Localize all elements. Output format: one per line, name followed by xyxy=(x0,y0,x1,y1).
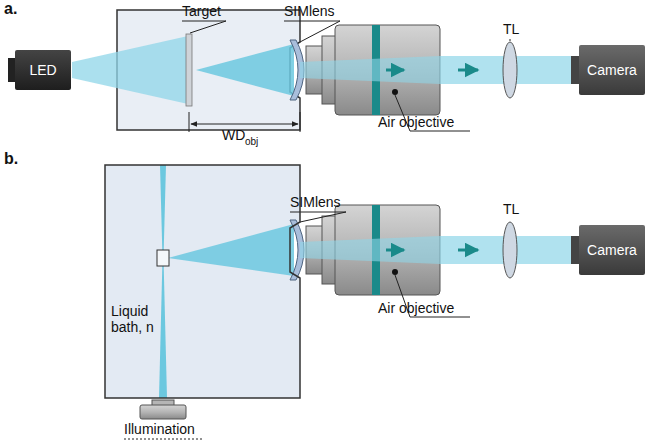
camera: Camera xyxy=(579,45,645,95)
imaging-cone xyxy=(196,44,294,96)
leader-line xyxy=(510,39,511,41)
dimension-tick xyxy=(300,112,301,132)
camera-mount xyxy=(571,236,579,264)
objective-beam xyxy=(300,56,440,84)
dimension-subscript: obj xyxy=(245,136,258,148)
box-label: Camera xyxy=(587,62,637,78)
part-label: TL xyxy=(503,201,519,217)
liquid-bath-fill xyxy=(105,165,300,398)
part-label: Air objective xyxy=(378,300,454,316)
dimension-label: WD xyxy=(222,127,245,143)
panel-letter: a. xyxy=(4,0,17,18)
sample xyxy=(157,250,169,266)
imaging-cone xyxy=(168,224,294,276)
beam-arrow xyxy=(386,69,404,72)
part-label: SIMlens xyxy=(284,3,335,19)
light-sheet xyxy=(159,258,167,398)
objective-beam xyxy=(300,236,440,264)
leader-line xyxy=(182,21,226,33)
beam-arrow xyxy=(386,249,404,252)
leader-line xyxy=(124,439,204,440)
leader-line xyxy=(284,21,340,42)
part-label: Air objective xyxy=(378,114,454,130)
led-source: LED xyxy=(15,50,71,90)
panel-letter: b. xyxy=(4,150,18,168)
tube-lens xyxy=(503,222,517,278)
beam-arrow xyxy=(458,69,478,72)
part-label: Illumination xyxy=(124,421,195,437)
tube-lens xyxy=(503,42,517,98)
camera: Camera xyxy=(579,225,645,275)
leader-line xyxy=(290,212,346,222)
liquid-bath: Liquid bath, n xyxy=(105,165,300,398)
box-label: Camera xyxy=(587,242,637,258)
light-sheet xyxy=(160,165,166,258)
part-label: TL xyxy=(503,21,519,37)
leader-dot xyxy=(392,269,398,275)
leader-dot xyxy=(392,89,398,95)
illumination-beam xyxy=(72,36,188,104)
part-label: Target xyxy=(182,3,221,19)
dimension-tick xyxy=(189,112,190,132)
box-label: LED xyxy=(29,62,56,78)
dimension-line xyxy=(191,124,298,125)
part-label: SIMlens xyxy=(290,194,341,210)
chamber-wall xyxy=(105,165,300,398)
illumination-objective xyxy=(140,400,186,419)
beam-arrow xyxy=(458,249,478,252)
camera-mount xyxy=(571,56,579,84)
led-cap xyxy=(8,58,15,82)
target-plate xyxy=(186,34,192,106)
objective-body xyxy=(140,405,186,419)
chamber-outline xyxy=(105,165,300,398)
bath-label: Liquid bath, n xyxy=(111,303,159,335)
